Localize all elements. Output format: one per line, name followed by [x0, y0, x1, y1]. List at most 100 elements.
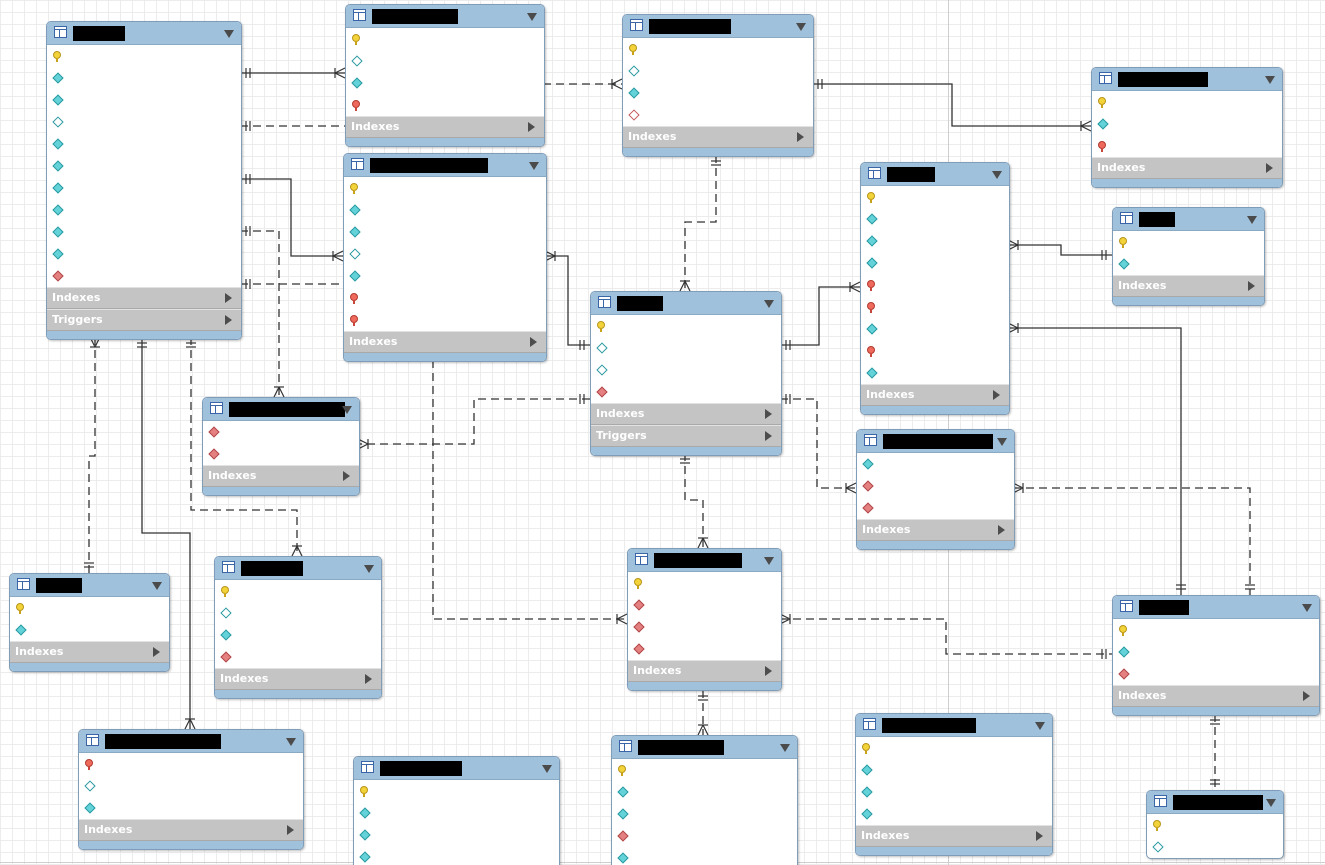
column-row[interactable]	[591, 315, 781, 337]
table-header[interactable]	[612, 736, 797, 759]
column-row[interactable]	[47, 177, 241, 199]
table-entity[interactable]: Indexes	[202, 397, 360, 496]
table-entity[interactable]: Indexes	[856, 429, 1015, 550]
table-header[interactable]	[861, 163, 1009, 186]
column-row[interactable]	[344, 199, 546, 221]
section-indexes[interactable]: Indexes	[344, 331, 546, 353]
chevron-down-icon[interactable]	[1302, 604, 1312, 612]
section-indexes[interactable]: Indexes	[47, 287, 241, 309]
column-row[interactable]	[612, 847, 797, 865]
column-row[interactable]	[344, 243, 546, 265]
section-indexes[interactable]: Indexes	[628, 660, 781, 682]
column-row[interactable]	[203, 421, 359, 443]
table-entity[interactable]: Indexes	[860, 162, 1010, 415]
column-row[interactable]	[47, 199, 241, 221]
column-row[interactable]	[856, 759, 1052, 781]
chevron-down-icon[interactable]	[796, 23, 806, 31]
column-row[interactable]	[79, 753, 303, 775]
chevron-down-icon[interactable]	[224, 30, 234, 38]
column-row[interactable]	[861, 274, 1009, 296]
column-row[interactable]	[354, 780, 559, 802]
column-row[interactable]	[856, 737, 1052, 759]
column-row[interactable]	[47, 243, 241, 265]
section-triggers[interactable]: Triggers	[47, 309, 241, 331]
chevron-down-icon[interactable]	[1265, 76, 1275, 84]
column-row[interactable]	[354, 824, 559, 846]
column-row[interactable]	[857, 453, 1014, 475]
column-row[interactable]	[10, 597, 169, 619]
column-row[interactable]	[354, 802, 559, 824]
column-row[interactable]	[215, 602, 381, 624]
table-entity[interactable]: Indexes	[343, 153, 547, 362]
column-row[interactable]	[857, 497, 1014, 519]
column-row[interactable]	[1113, 253, 1264, 275]
table-header[interactable]	[215, 557, 381, 580]
arrow-right-icon[interactable]	[765, 409, 772, 419]
column-row[interactable]	[346, 72, 544, 94]
table-header[interactable]	[344, 154, 546, 177]
table-entity[interactable]: Indexes	[78, 729, 304, 850]
chevron-down-icon[interactable]	[992, 171, 1002, 179]
section-indexes[interactable]: Indexes	[861, 384, 1009, 406]
column-row[interactable]	[79, 797, 303, 819]
chevron-down-icon[interactable]	[152, 582, 162, 590]
column-row[interactable]	[79, 775, 303, 797]
column-row[interactable]	[215, 580, 381, 602]
column-row[interactable]	[591, 359, 781, 381]
arrow-right-icon[interactable]	[528, 122, 535, 132]
column-row[interactable]	[612, 781, 797, 803]
column-row[interactable]	[1147, 836, 1283, 858]
section-indexes[interactable]: Indexes	[203, 465, 359, 487]
table-header[interactable]	[79, 730, 303, 753]
column-row[interactable]	[628, 572, 781, 594]
section-indexes[interactable]: Indexes	[215, 668, 381, 690]
arrow-right-icon[interactable]	[1036, 831, 1043, 841]
column-row[interactable]	[1092, 135, 1282, 157]
column-row[interactable]	[591, 337, 781, 359]
arrow-right-icon[interactable]	[530, 337, 537, 347]
table-entity[interactable]	[1146, 790, 1284, 859]
table-entity[interactable]: Indexes	[9, 573, 170, 672]
column-row[interactable]	[1147, 814, 1283, 836]
table-entity[interactable]: Indexes	[627, 548, 782, 691]
chevron-down-icon[interactable]	[1266, 799, 1276, 807]
column-row[interactable]	[612, 825, 797, 847]
arrow-right-icon[interactable]	[225, 293, 232, 303]
table-header[interactable]	[1147, 791, 1283, 814]
chevron-down-icon[interactable]	[764, 300, 774, 308]
column-row[interactable]	[344, 221, 546, 243]
column-row[interactable]	[856, 803, 1052, 825]
column-row[interactable]	[344, 265, 546, 287]
table-entity[interactable]: Indexes	[622, 14, 814, 157]
arrow-right-icon[interactable]	[993, 390, 1000, 400]
table-entity[interactable]: Indexes	[214, 556, 382, 699]
table-entity[interactable]: Indexes	[345, 4, 545, 147]
chevron-down-icon[interactable]	[542, 765, 552, 773]
column-row[interactable]	[346, 28, 544, 50]
column-row[interactable]	[861, 296, 1009, 318]
column-row[interactable]	[1113, 641, 1319, 663]
column-row[interactable]	[861, 340, 1009, 362]
column-row[interactable]	[628, 594, 781, 616]
column-row[interactable]	[591, 381, 781, 403]
column-row[interactable]	[47, 45, 241, 67]
chevron-down-icon[interactable]	[780, 744, 790, 752]
column-row[interactable]	[47, 111, 241, 133]
table-header[interactable]	[591, 292, 781, 315]
arrow-right-icon[interactable]	[1303, 691, 1310, 701]
column-row[interactable]	[47, 265, 241, 287]
table-entity[interactable]	[353, 756, 560, 865]
section-indexes[interactable]: Indexes	[857, 519, 1014, 541]
section-indexes[interactable]: Indexes	[10, 641, 169, 663]
column-row[interactable]	[346, 94, 544, 116]
column-row[interactable]	[856, 781, 1052, 803]
section-indexes[interactable]: Indexes	[856, 825, 1052, 847]
table-header[interactable]	[857, 430, 1014, 453]
arrow-right-icon[interactable]	[765, 431, 772, 441]
table-header[interactable]	[10, 574, 169, 597]
section-indexes[interactable]: Indexes	[1113, 275, 1264, 297]
arrow-right-icon[interactable]	[287, 825, 294, 835]
